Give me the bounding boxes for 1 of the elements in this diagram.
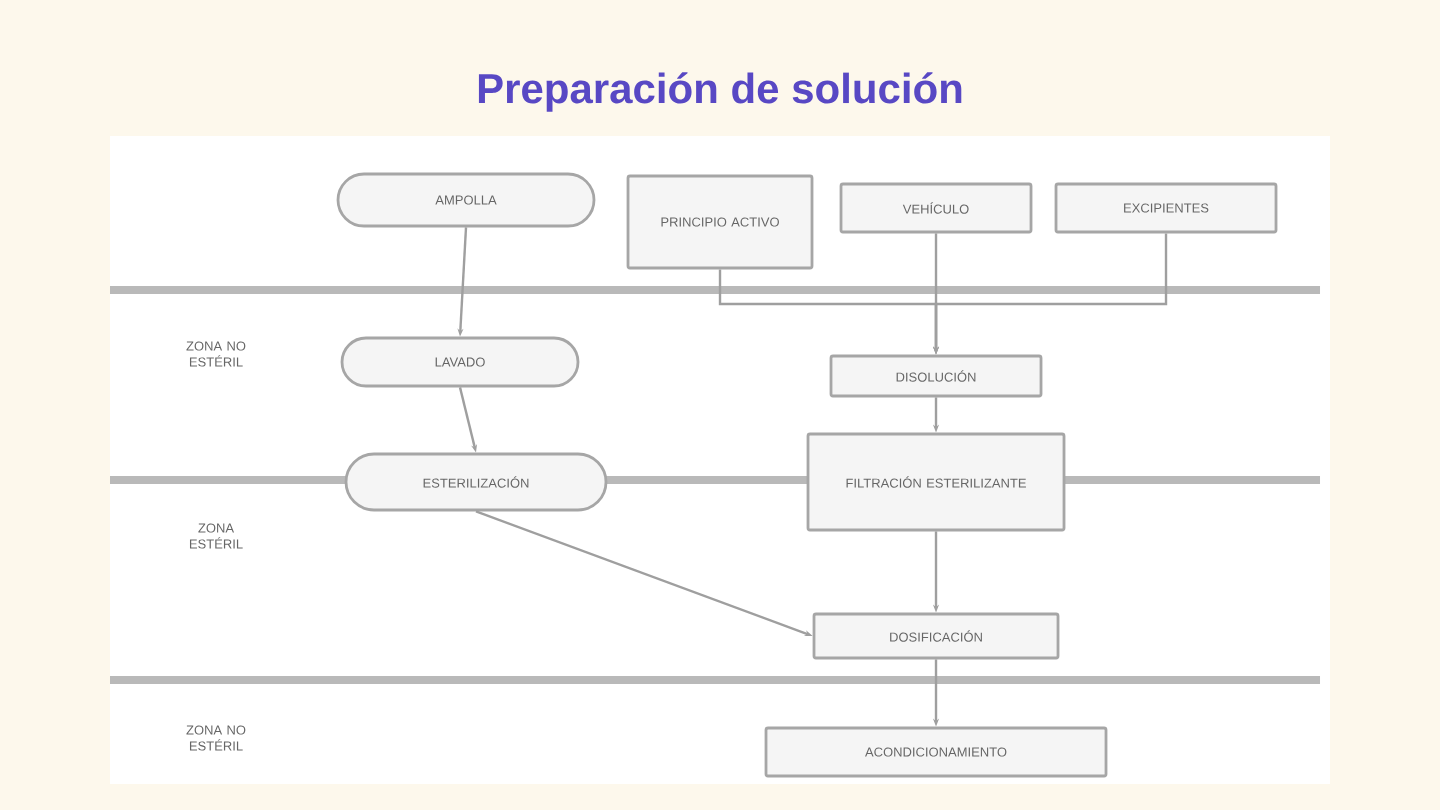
title: Preparación de solución	[478, 72, 962, 112]
